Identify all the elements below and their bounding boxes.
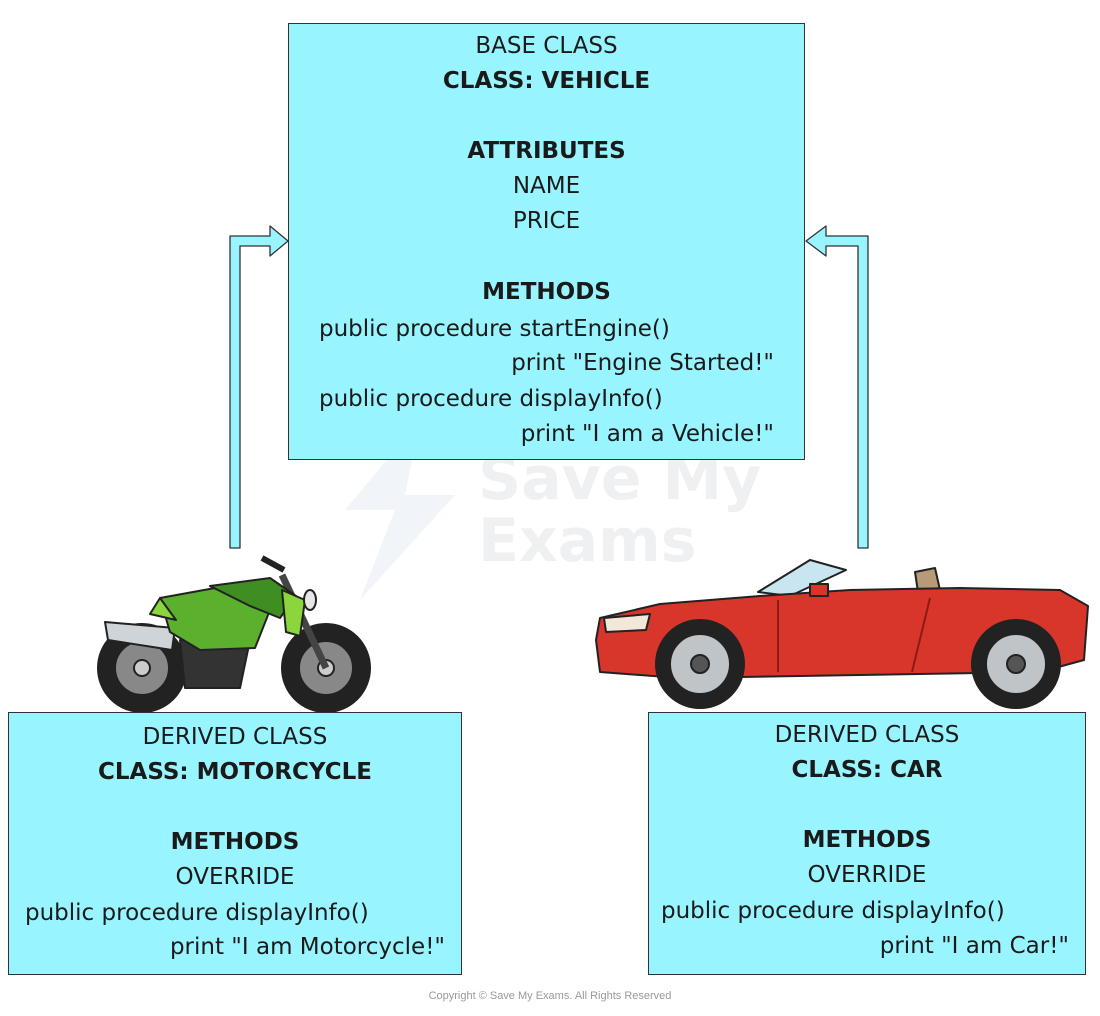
motorcycle-class-name: CLASS: MOTORCYCLE bbox=[98, 759, 372, 785]
car-heading: DERIVED CLASS bbox=[774, 722, 960, 748]
base-methods-title: METHODS bbox=[482, 279, 611, 305]
method-start-engine-body: print "Engine Started!" bbox=[511, 350, 774, 376]
car-class-box: DERIVED CLASS CLASS: CAR METHODS OVERRID… bbox=[648, 712, 1086, 975]
base-class-name: CLASS: VEHICLE bbox=[442, 68, 651, 94]
method-display-info-body: print "I am a Vehicle!" bbox=[520, 421, 774, 447]
watermark-line-2: Exams bbox=[478, 506, 697, 576]
base-class-box: BASE CLASS CLASS: VEHICLE ATTRIBUTES NAM… bbox=[288, 23, 805, 460]
motorcycle-illustration bbox=[97, 555, 371, 713]
inheritance-arrow-right bbox=[805, 225, 869, 549]
motorcycle-heading: DERIVED CLASS bbox=[142, 724, 328, 750]
car-method-body: print "I am Car!" bbox=[879, 933, 1069, 959]
car-override: OVERRIDE bbox=[807, 862, 927, 888]
car-class-name: CLASS: CAR bbox=[791, 757, 943, 783]
motorcycle-override: OVERRIDE bbox=[175, 864, 295, 890]
motorcycle-class-box: DERIVED CLASS CLASS: MOTORCYCLE METHODS … bbox=[8, 712, 462, 975]
car-method: public procedure displayInfo() bbox=[661, 898, 1005, 924]
motorcycle-methods-title: METHODS bbox=[170, 829, 300, 855]
motorcycle-method: public procedure displayInfo() bbox=[25, 900, 369, 926]
motorcycle-method-body: print "I am Motorcycle!" bbox=[169, 934, 445, 960]
base-class-heading: BASE CLASS bbox=[475, 33, 618, 59]
method-display-info: public procedure displayInfo() bbox=[319, 386, 663, 412]
inheritance-arrow-left bbox=[229, 225, 289, 549]
attributes-title: ATTRIBUTES bbox=[467, 138, 626, 164]
copyright-notice: Copyright © Save My Exams. All Rights Re… bbox=[428, 990, 672, 1002]
method-start-engine: public procedure startEngine() bbox=[319, 316, 670, 342]
watermark-bolt-icon bbox=[345, 420, 455, 600]
car-methods-title: METHODS bbox=[802, 827, 932, 853]
attribute-name: NAME bbox=[512, 173, 581, 199]
attribute-price: PRICE bbox=[512, 208, 581, 234]
car-illustration bbox=[595, 559, 1089, 709]
